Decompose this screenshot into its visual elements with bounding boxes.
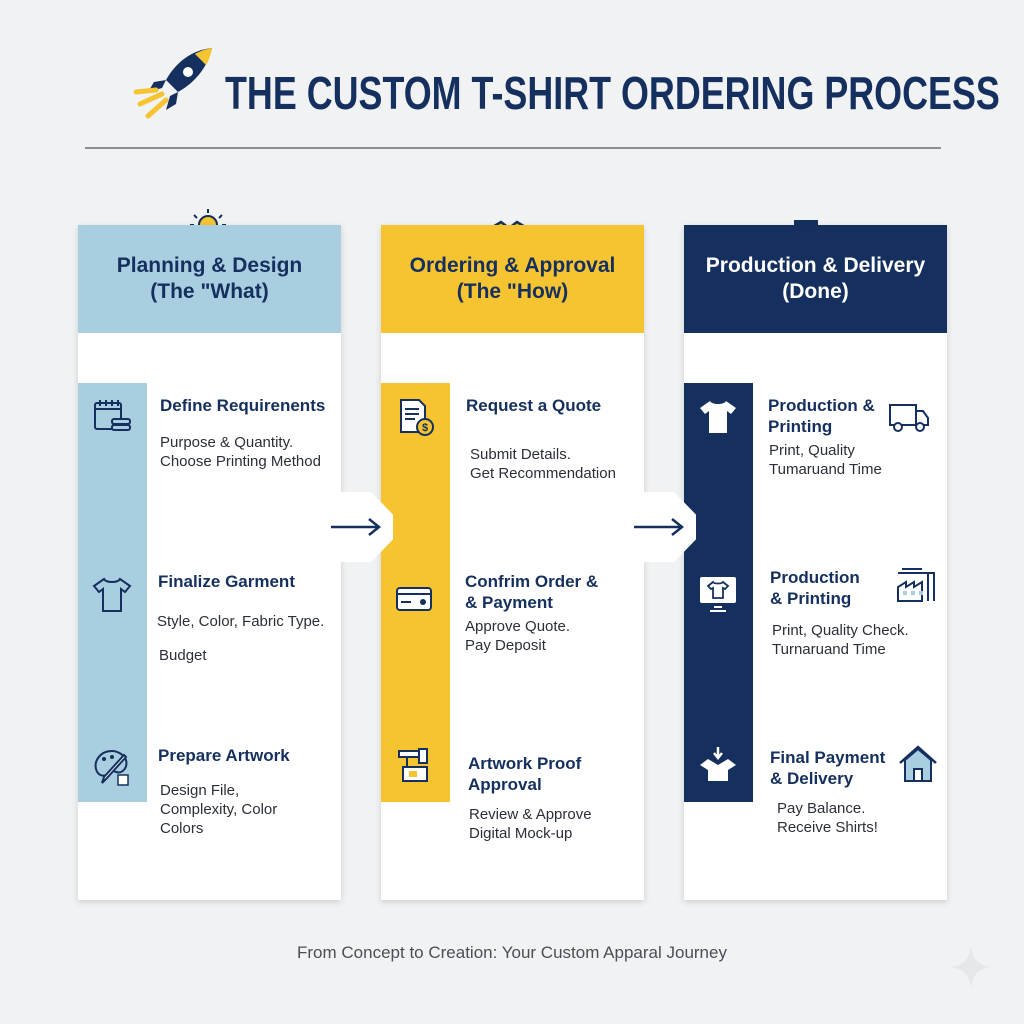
tshirt-icon xyxy=(92,577,132,612)
step-desc-line: Get Recommendation xyxy=(470,465,616,482)
step-desc: Purpose & Quantity. Choose Printing Metho… xyxy=(160,433,321,471)
step-title-line: & Printing xyxy=(770,589,852,608)
palette-pencil-icon xyxy=(94,749,129,786)
step-desc-line: Review & Approve xyxy=(469,806,592,823)
step-title: Production & Printing xyxy=(770,567,860,609)
step-title-line: Production & xyxy=(768,396,875,415)
step-desc: Style, Color, Fabric Type. xyxy=(157,613,325,630)
step-desc: Approve Quote. Pay Deposit xyxy=(465,617,570,655)
step-title: Production & Printing xyxy=(768,395,875,437)
step-desc: Pay Balance. Receive Shirts! xyxy=(777,799,878,837)
page-title: THE CUSTOM T-SHIRT ORDERING PROCESS xyxy=(225,67,1000,119)
column-title: Planning & Design xyxy=(116,254,303,277)
step-title: Confrim Order & & Payment xyxy=(465,571,598,613)
step-desc-line: Print, Quality xyxy=(769,442,855,459)
step-title-line: & Delivery xyxy=(770,769,854,788)
planning-design-column: Planning & Design (The "What) Define Req… xyxy=(78,225,341,900)
step-desc-line: Design File, xyxy=(160,782,240,799)
quote-document-dollar-icon: $ xyxy=(400,399,434,436)
step-desc-line: Complexity, Color xyxy=(160,801,278,818)
step-desc-line: Pay Balance. xyxy=(777,800,866,817)
divider xyxy=(85,147,941,149)
step-desc: Print, Quality Check. Turnaruand Time xyxy=(772,621,909,659)
monitor-tshirt-icon xyxy=(700,577,736,612)
delivery-van-icon xyxy=(889,404,929,432)
step-title-line: & Payment xyxy=(465,593,553,612)
column-subtitle: (The "What) xyxy=(150,280,269,303)
step-desc-line: Colors xyxy=(160,820,204,837)
step-desc: Budget xyxy=(159,647,207,664)
step-desc-line: Digital Mock-up xyxy=(469,825,573,842)
column-subtitle: (Done) xyxy=(782,280,849,303)
step-title: Prepare Artwork xyxy=(158,746,290,765)
step-title: Final Payment & Delivery xyxy=(770,747,885,789)
step-title-line: Artwork Proof xyxy=(468,754,582,773)
column-header: Planning & Design (The "What) xyxy=(78,225,341,333)
box-icon xyxy=(700,747,736,781)
step-title: Request a Quote xyxy=(466,396,602,415)
step-desc-line: Purpose & Quantity. xyxy=(160,434,294,451)
column-title: Ordering & Approval xyxy=(409,254,616,277)
credit-card-icon xyxy=(396,587,432,611)
arrow-right-icon xyxy=(634,492,696,562)
step-title-line: Approval xyxy=(468,775,542,794)
footer-caption: From Concept to Creation: Your Custom Ap… xyxy=(297,943,727,962)
factory-press-icon xyxy=(897,568,935,602)
house-icon xyxy=(899,745,937,782)
step-desc-line: Tumaruand Time xyxy=(769,461,882,478)
tshirt-icon xyxy=(700,401,736,433)
step-desc-line: Choose Printing Method xyxy=(160,453,321,470)
step-title-line: Production xyxy=(770,568,860,587)
proof-printer-icon xyxy=(398,748,428,782)
step-desc-line: Approve Quote. xyxy=(465,618,571,635)
calendar-icon xyxy=(94,400,131,431)
column-subtitle: (The "How) xyxy=(456,280,569,303)
step-title-line: Printing xyxy=(768,417,833,436)
side-strip xyxy=(78,383,147,802)
step-title: Finalize Garment xyxy=(158,572,295,591)
step-desc-line: Print, Quality Check. xyxy=(772,622,909,639)
rocket-icon xyxy=(133,48,212,119)
step-title: Define Requirenents xyxy=(160,396,326,415)
column-header: Production & Delivery (Done) xyxy=(684,225,947,333)
arrow-right-icon xyxy=(331,492,393,562)
step-desc-line: Pay Deposit xyxy=(465,637,546,654)
step-desc-line: Turnaruand Time xyxy=(772,641,886,658)
column-title: Production & Delivery xyxy=(705,254,926,277)
step-desc: Submit Details. Get Recommendation xyxy=(470,445,616,483)
step-title-line: Confrim Order & xyxy=(465,572,599,591)
step-desc-line: Submit Details. xyxy=(470,446,571,463)
ordering-approval-column: Ordering & Approval (The "How) $ Request… xyxy=(381,225,644,900)
column-header: Ordering & Approval (The "How) xyxy=(381,225,644,333)
step-title-line: Final Payment xyxy=(770,748,886,767)
production-delivery-column: Production & Delivery (Done) Production … xyxy=(684,225,947,900)
svg-text:$: $ xyxy=(422,422,428,434)
sparkle-icon xyxy=(950,946,992,988)
step-desc-line: Receive Shirts! xyxy=(777,819,878,836)
